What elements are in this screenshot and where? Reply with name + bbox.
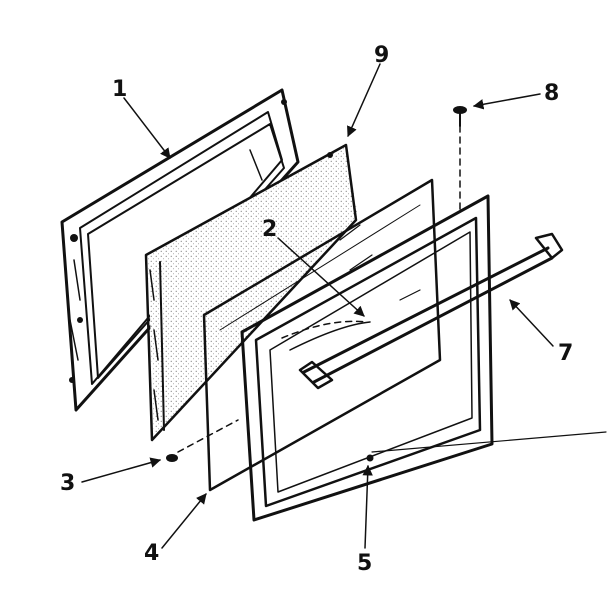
part-screw-3 xyxy=(166,454,178,462)
leader-lines xyxy=(81,63,607,549)
callout-9: 9 xyxy=(374,43,389,68)
part-screw-8 xyxy=(453,106,467,127)
callout-8: 8 xyxy=(544,81,559,106)
callout-2: 2 xyxy=(262,217,277,242)
part-inner-door-liner xyxy=(60,88,300,412)
callout-3: 3 xyxy=(60,471,75,496)
callout-7: 7 xyxy=(558,341,573,366)
part-insulation-panel xyxy=(144,143,358,442)
callout-5: 5 xyxy=(357,551,372,576)
part-door-glass xyxy=(202,178,442,492)
part-door-handle xyxy=(298,232,564,390)
callout-1: 1 xyxy=(112,77,127,102)
callout-4: 4 xyxy=(144,541,159,566)
assembly-dashed-lines xyxy=(177,125,461,453)
part-outer-door-frame xyxy=(240,194,494,522)
